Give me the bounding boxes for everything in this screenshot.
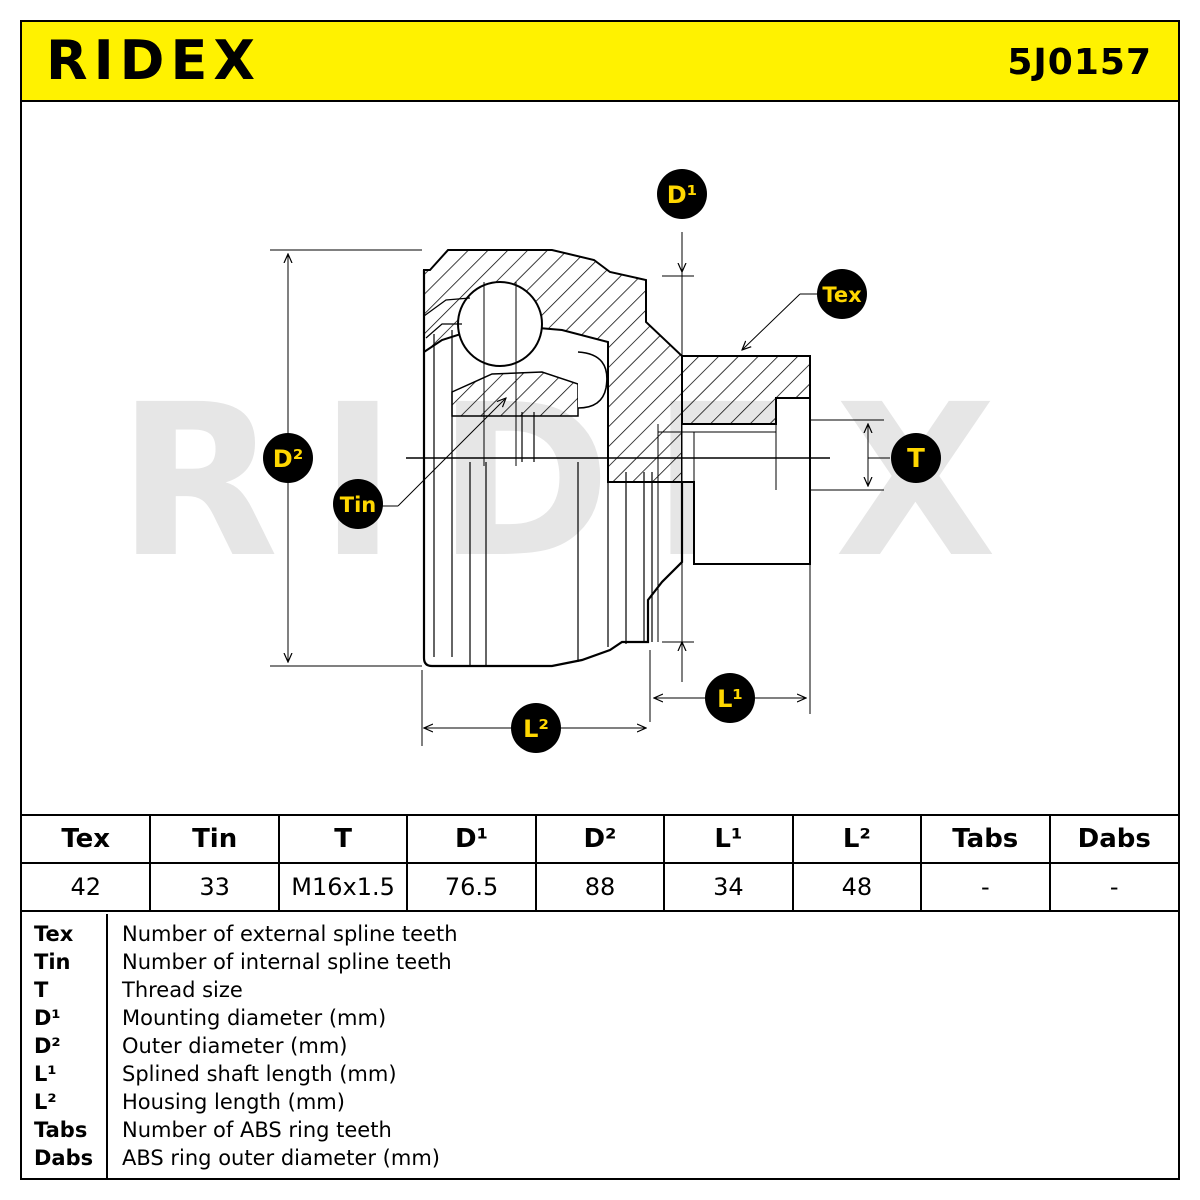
- legend-divider: [106, 914, 108, 1178]
- t-dimension: [810, 419, 884, 491]
- legend-desc: Housing length (mm): [122, 1090, 345, 1114]
- spec-value-row: 42 33 M16x1.5 76.5 88 34 48 - -: [22, 862, 1178, 912]
- legend-item: Dabs ABS ring outer diameter (mm): [22, 1144, 1178, 1172]
- legend-key: L¹: [34, 1062, 57, 1086]
- spec-header-row: Tex Tin T D¹ D² L¹ L² Tabs Dabs: [22, 814, 1178, 864]
- legend-desc: Thread size: [122, 978, 243, 1002]
- legend-item: D¹ Mounting diameter (mm): [22, 1004, 1178, 1032]
- technical-drawing: RIDEX: [117, 169, 997, 753]
- spec-header-d2: D²: [534, 814, 666, 864]
- legend-key: T: [34, 978, 49, 1002]
- badge-d2: D²: [263, 433, 313, 483]
- legend-item: D² Outer diameter (mm): [22, 1032, 1178, 1060]
- svg-text:T: T: [907, 444, 925, 474]
- badge-tin: Tin: [333, 479, 383, 529]
- header-bar: RIDEX 5J0157: [22, 22, 1178, 102]
- legend-item: Tex Number of external spline teeth: [22, 920, 1178, 948]
- spec-value-tabs: -: [920, 862, 1051, 912]
- svg-text:Tex: Tex: [822, 283, 862, 307]
- spec-value-l1: 34: [663, 862, 794, 912]
- legend-key: Tin: [34, 950, 71, 974]
- spec-header-l2: L²: [791, 814, 923, 864]
- spec-value-tin: 33: [149, 862, 280, 912]
- legend-desc: Number of internal spline teeth: [122, 950, 452, 974]
- brand-logo: RIDEX: [46, 29, 262, 92]
- spec-value-t: M16x1.5: [277, 862, 409, 912]
- legend-item: L¹ Splined shaft length (mm): [22, 1060, 1178, 1088]
- legend-key: Tex: [34, 922, 74, 946]
- badge-l1: L¹: [705, 673, 755, 723]
- spec-header-dabs: Dabs: [1048, 814, 1178, 864]
- part-number: 5J0157: [1007, 42, 1152, 83]
- spec-header-tex: Tex: [22, 814, 152, 864]
- spec-value-d2: 88: [534, 862, 666, 912]
- legend-item: Tabs Number of ABS ring teeth: [22, 1116, 1178, 1144]
- spec-value-l2: 48: [791, 862, 923, 912]
- legend-key: L²: [34, 1090, 57, 1114]
- legend-item: T Thread size: [22, 976, 1178, 1004]
- svg-text:L²: L²: [523, 715, 549, 743]
- legend-item: Tin Number of internal spline teeth: [22, 948, 1178, 976]
- spec-value-dabs: -: [1048, 862, 1178, 912]
- product-sheet: RIDEX 5J0157 RIDEX: [20, 20, 1180, 1180]
- legend: Tex Number of external spline teeth Tin …: [22, 914, 1178, 1178]
- d1-dimension: [662, 232, 694, 682]
- legend-desc: Outer diameter (mm): [122, 1034, 348, 1058]
- svg-text:D¹: D¹: [667, 181, 697, 209]
- legend-key: D¹: [34, 1006, 61, 1030]
- spec-header-d1: D¹: [406, 814, 537, 864]
- splined-shaft: [657, 355, 811, 642]
- legend-desc: Mounting diameter (mm): [122, 1006, 387, 1030]
- svg-text:D²: D²: [273, 445, 303, 473]
- legend-item: L² Housing length (mm): [22, 1088, 1178, 1116]
- joint-housing: [422, 249, 684, 668]
- legend-desc: Number of external spline teeth: [122, 922, 458, 946]
- legend-key: Tabs: [34, 1118, 88, 1142]
- spec-header-tin: Tin: [149, 814, 280, 864]
- spec-value-d1: 76.5: [406, 862, 537, 912]
- spec-header-l1: L¹: [663, 814, 794, 864]
- legend-desc: Splined shaft length (mm): [122, 1062, 397, 1086]
- spec-table: Tex Tin T D¹ D² L¹ L² Tabs Dabs 42 33 M1…: [22, 814, 1178, 912]
- ball-bearing: [457, 281, 543, 367]
- spec-value-tex: 42: [22, 862, 152, 912]
- badge-t: T: [891, 433, 941, 483]
- svg-text:L¹: L¹: [717, 685, 743, 713]
- badge-l2: L²: [511, 703, 561, 753]
- legend-desc: ABS ring outer diameter (mm): [122, 1146, 440, 1170]
- spec-header-tabs: Tabs: [920, 814, 1051, 864]
- legend-key: Dabs: [34, 1146, 94, 1170]
- legend-key: D²: [34, 1034, 61, 1058]
- svg-text:Tin: Tin: [340, 493, 376, 517]
- spec-header-t: T: [277, 814, 409, 864]
- badge-tex: Tex: [817, 269, 867, 319]
- legend-desc: Number of ABS ring teeth: [122, 1118, 392, 1142]
- badge-d1: D¹: [657, 169, 707, 219]
